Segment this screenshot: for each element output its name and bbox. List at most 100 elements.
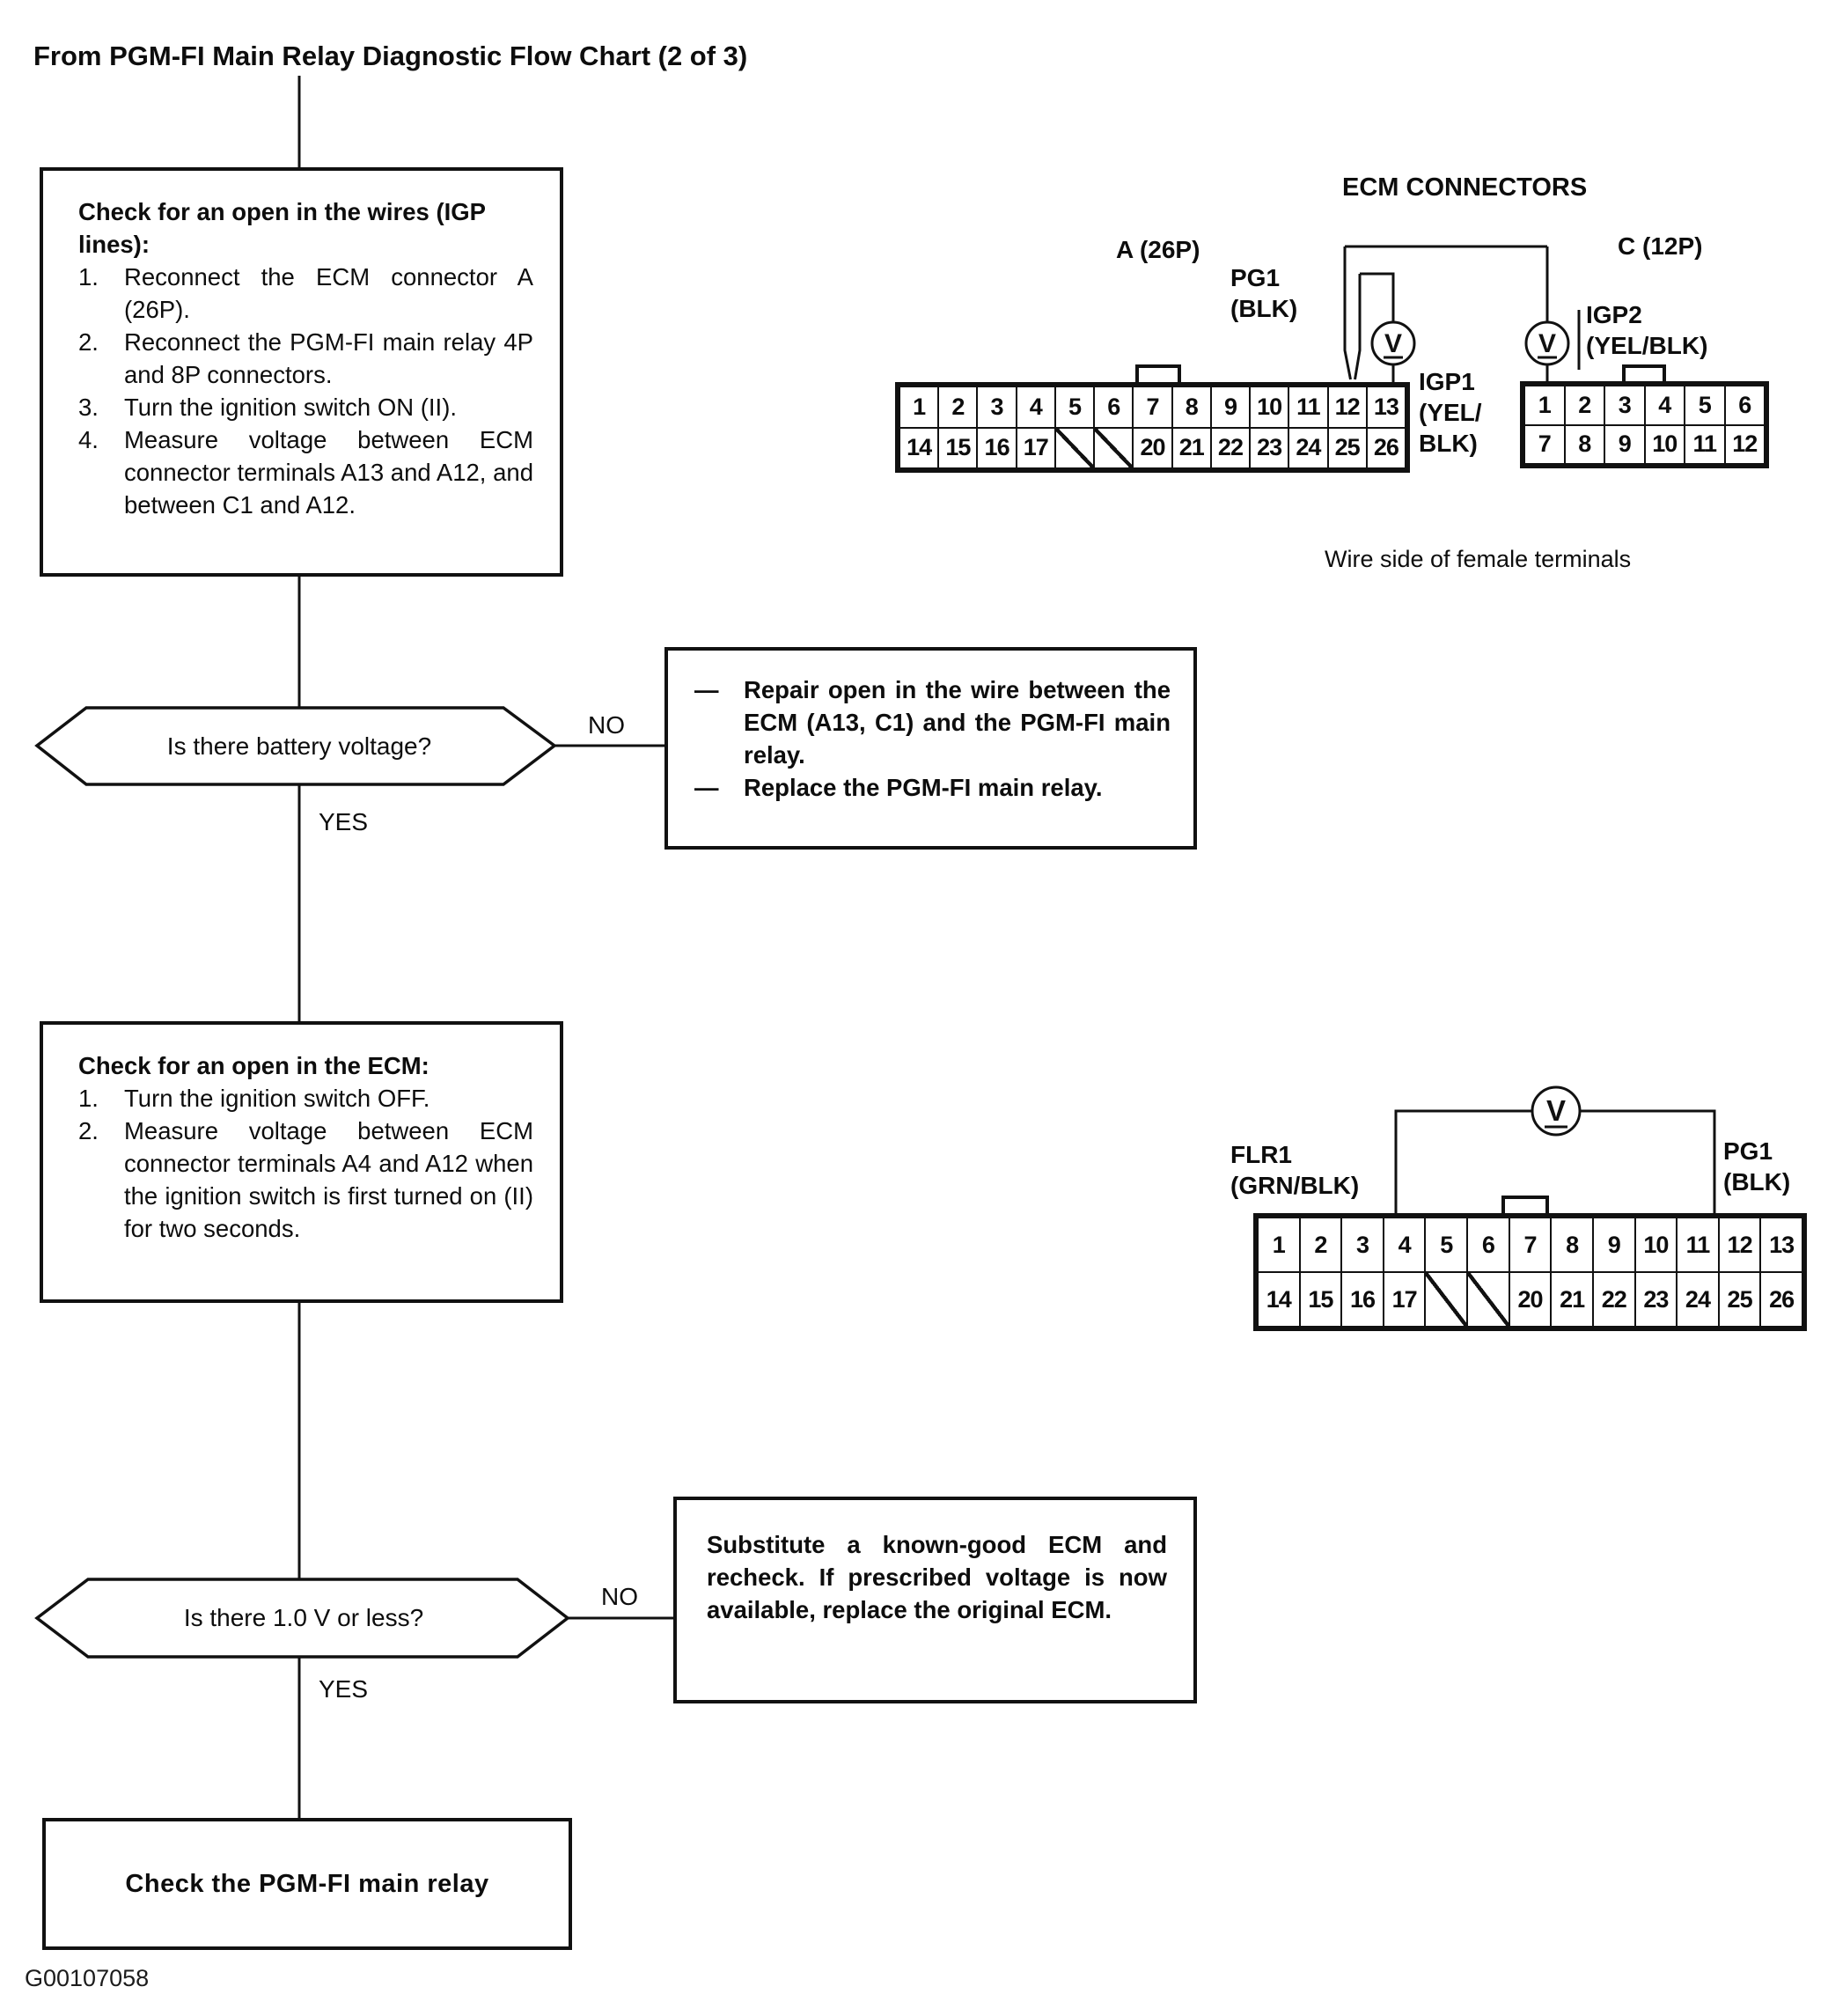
wire-side-note: Wire side of female terminals	[1325, 546, 1632, 572]
pin-12: 12	[1327, 386, 1367, 428]
pin-26: 26	[1366, 427, 1406, 468]
pin-13: 13	[1760, 1218, 1802, 1272]
pin-11: 11	[1677, 1218, 1719, 1272]
pin-blank	[1054, 427, 1095, 468]
pin-4: 4	[1016, 386, 1055, 428]
voltmeter3-symbol: V	[1546, 1094, 1566, 1127]
pin-12: 12	[1724, 424, 1765, 464]
pin-20: 20	[1509, 1272, 1552, 1327]
wire-probe-to-meter1	[1360, 272, 1395, 322]
pin-14: 14	[899, 427, 939, 468]
pin-16: 16	[977, 427, 1017, 468]
decision2-question: Is there 1.0 V or less?	[183, 1604, 424, 1631]
pin-9: 9	[1604, 424, 1645, 464]
pin-6: 6	[1724, 386, 1765, 425]
pin-11: 11	[1288, 386, 1328, 428]
pg1-top-label: PG1(BLK)	[1230, 264, 1298, 322]
pin-12: 12	[1718, 1218, 1761, 1272]
check-ecm-heading: Check for an open in the ECM:	[78, 1052, 429, 1079]
pin-22: 22	[1210, 427, 1251, 468]
pin-21: 21	[1171, 427, 1211, 468]
check-wires-steps: 1.Reconnect the ECM connector A (26P).2.…	[78, 261, 533, 521]
pin-4: 4	[1383, 1218, 1426, 1272]
step-item: 2.Reconnect the PGM-FI main relay 4P and…	[78, 328, 533, 388]
igp2-label: IGP2(YEL/BLK)	[1586, 301, 1708, 359]
pin-14: 14	[1258, 1272, 1300, 1327]
pin-17: 17	[1016, 427, 1055, 468]
pin-10: 10	[1644, 424, 1685, 464]
decision1-yes-label: YES	[319, 808, 369, 835]
pin-3: 3	[1604, 386, 1645, 425]
pin-10: 10	[1634, 1218, 1678, 1272]
decision2-hexagon	[34, 1578, 570, 1659]
pin-17: 17	[1383, 1272, 1426, 1327]
voltmeter2-circle	[1524, 320, 1570, 366]
pin-blank	[1094, 427, 1134, 468]
probe-right-edge	[1354, 274, 1362, 380]
pin-3: 3	[1341, 1218, 1384, 1272]
pin-4: 4	[1644, 386, 1685, 425]
probe-left-edge	[1343, 246, 1352, 380]
voltmeter1-symbol: V	[1384, 329, 1402, 358]
pin-2: 2	[1564, 386, 1604, 425]
pin-2: 2	[1299, 1218, 1342, 1272]
pin-20: 20	[1133, 427, 1172, 468]
check-ecm-box: Check for an open in the ECM: 1.Turn the…	[40, 1021, 563, 1303]
pg1-bottom-label: PG1(BLK)	[1723, 1137, 1791, 1196]
dash-item: —Repair open in the wire between the ECM…	[694, 676, 1171, 769]
pin-6: 6	[1094, 386, 1134, 428]
pin-5: 5	[1425, 1218, 1468, 1272]
check-wires-heading: Check for an open in the wires (IGP line…	[78, 198, 486, 258]
pin-25: 25	[1327, 427, 1367, 468]
pin-5: 5	[1054, 386, 1095, 428]
pin-10: 10	[1250, 386, 1289, 428]
pin-15: 15	[938, 427, 978, 468]
figure-code: G00107058	[25, 1965, 150, 1991]
decision2-yes-label: YES	[319, 1675, 369, 1703]
pin-6: 6	[1467, 1218, 1509, 1272]
pin-7: 7	[1133, 386, 1172, 428]
flr1-label: FLR1(GRN/BLK)	[1230, 1141, 1360, 1199]
final-action-box: Check the PGM-FI main relay	[42, 1818, 572, 1950]
step-item: 1.Reconnect the ECM connector A (26P).	[78, 263, 533, 323]
ecm-connectors-heading: ECM CONNECTORS	[1342, 173, 1588, 202]
pin-13: 13	[1366, 386, 1406, 428]
pin-5: 5	[1685, 386, 1725, 425]
pin-24: 24	[1677, 1272, 1719, 1327]
step-item: 4.Measure voltage between ECM connector …	[78, 426, 533, 519]
pin-8: 8	[1551, 1218, 1593, 1272]
pin-3: 3	[977, 386, 1017, 428]
pin-blank	[1425, 1272, 1468, 1327]
pin-15: 15	[1299, 1272, 1342, 1327]
pin-26: 26	[1760, 1272, 1802, 1327]
substitute-ecm-text: Substitute a known-good ECM and recheck.…	[707, 1531, 1167, 1623]
decision1-hexagon	[34, 706, 557, 786]
pin-8: 8	[1171, 386, 1211, 428]
pin-8: 8	[1564, 424, 1604, 464]
check-ecm-steps: 1.Turn the ignition switch OFF. 2.Measure…	[78, 1082, 533, 1245]
step-item: 1.Turn the ignition switch OFF.	[78, 1085, 430, 1112]
pin-9: 9	[1592, 1218, 1635, 1272]
wire-pg1-up	[1580, 1109, 1716, 1215]
pin-16: 16	[1341, 1272, 1384, 1327]
pin-2: 2	[938, 386, 978, 428]
pin-22: 22	[1592, 1272, 1635, 1327]
pin-1: 1	[1258, 1218, 1300, 1272]
pin-1: 1	[899, 386, 939, 428]
dash-item: —Replace the PGM-FI main relay.	[694, 774, 1103, 801]
page-title: From PGM-FI Main Relay Diagnostic Flow C…	[33, 40, 748, 71]
wire-flr1-up	[1394, 1109, 1532, 1215]
step-item: 2.Measure voltage between ECM connector …	[78, 1117, 533, 1242]
voltmeter3-circle	[1531, 1085, 1582, 1137]
substitute-ecm-box: Substitute a known-good ECM and recheck.…	[673, 1497, 1197, 1703]
pin-25: 25	[1718, 1272, 1761, 1327]
repair-open-box: —Repair open in the wire between the ECM…	[664, 647, 1197, 850]
pin-21: 21	[1551, 1272, 1593, 1327]
pin-7: 7	[1509, 1218, 1552, 1272]
connector-a-label: A (26P)	[1116, 236, 1200, 263]
check-wires-box: Check for an open in the wires (IGP line…	[40, 167, 563, 577]
